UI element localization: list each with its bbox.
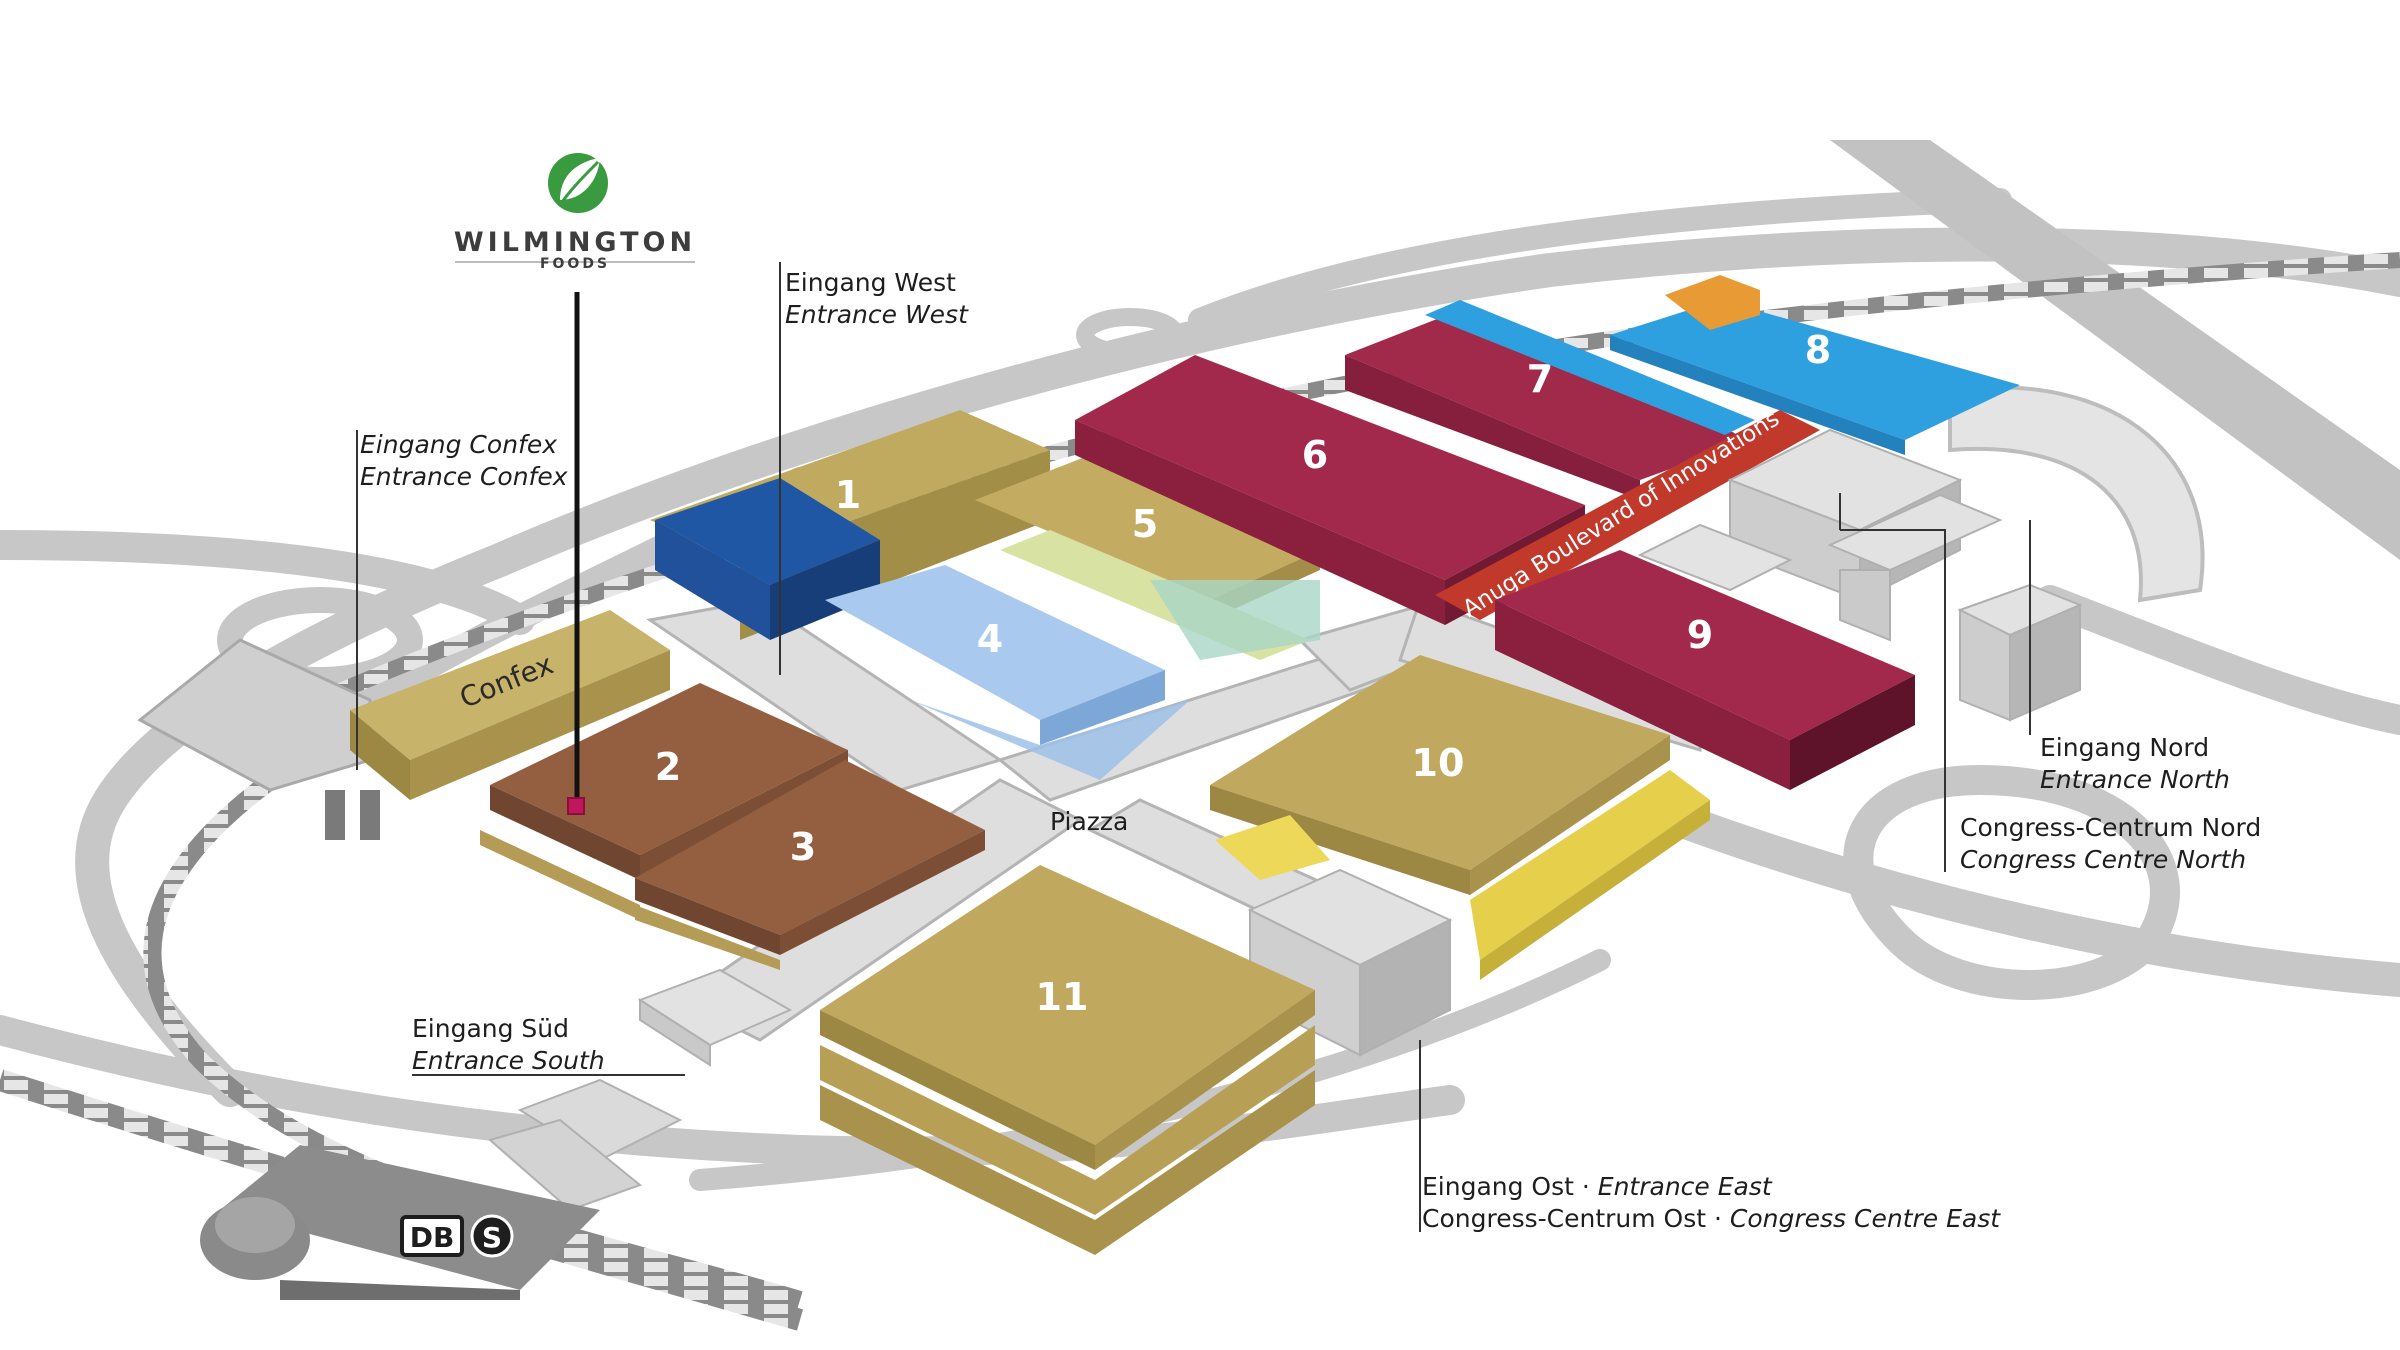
- s-bahn-icon: [470, 1214, 514, 1258]
- east-road: [2035, 585, 2400, 735]
- hall-4-number: 4: [977, 617, 1003, 661]
- congress-centre-north-buildings[interactable]: [1637, 428, 2083, 722]
- entrance-west-de: Eingang West: [785, 268, 956, 297]
- east-loop-road-2: [1843, 764, 2180, 1000]
- hall-9-number: 9: [1687, 613, 1713, 657]
- hall-11[interactable]: 11: [820, 865, 1315, 1255]
- hall-5-annex-2: [1150, 580, 1320, 660]
- location-marker-icon[interactable]: [567, 797, 585, 815]
- hall-4[interactable]: 4: [825, 565, 1190, 780]
- hall-8[interactable]: 8: [1610, 275, 2020, 455]
- entrance-west-en: Entrance West: [785, 300, 969, 329]
- north-road: [1188, 188, 2012, 332]
- railway-station[interactable]: DB S: [200, 1145, 600, 1300]
- leader-lines: [356, 262, 2031, 1232]
- piazza-label: Piazza: [1050, 807, 1128, 836]
- cc-east-line: Congress-Centrum Ost · Congress Centre E…: [1422, 1204, 2001, 1233]
- entrance-confex-en: Entrance Confex: [360, 462, 568, 491]
- hall-5-number: 5: [1132, 502, 1158, 546]
- outer-ring-road: [75, 227, 2400, 1107]
- hall-8-number: 8: [1805, 328, 1831, 372]
- logo-subtitle: FOODS: [540, 256, 610, 272]
- hall-3-number: 3: [790, 825, 816, 869]
- east-loop-road: [1663, 803, 2400, 997]
- entrance-north-label: Eingang Nord Entrance North: [2040, 733, 2230, 794]
- hall-10-number: 10: [1412, 741, 1465, 785]
- confex-bridge: [137, 638, 372, 792]
- congress-centre-north-label: Congress-Centrum Nord Congress Centre No…: [1960, 813, 2261, 874]
- entrance-east-label: Eingang Ost · Entrance East Congress-Cen…: [1422, 1172, 2001, 1233]
- s-bahn-label: S: [482, 1221, 502, 1254]
- highway: [1830, 140, 2400, 560]
- entrance-confex-label: Eingang Confex Entrance Confex: [360, 430, 568, 491]
- entrance-south-de: Eingang Süd: [412, 1014, 569, 1043]
- hall-3[interactable]: 3: [635, 760, 985, 970]
- cc-north-en: Congress Centre North: [1960, 845, 2246, 874]
- leaf-stem: [558, 160, 600, 206]
- hall-6-number: 6: [1302, 433, 1328, 477]
- south-entrance-building[interactable]: [487, 968, 793, 1212]
- cc-north-de: Congress-Centrum Nord: [1960, 813, 2261, 842]
- db-label: DB: [410, 1221, 455, 1254]
- db-icon: [400, 1215, 464, 1257]
- railway-south: [143, 752, 803, 1309]
- hall-9[interactable]: 9: [1495, 550, 1915, 790]
- hall-confex[interactable]: Confex: [350, 610, 670, 800]
- wilmington-foods-logo[interactable]: WILMINGTON FOODS: [454, 153, 696, 272]
- logo-name: WILMINGTON: [454, 227, 696, 258]
- entrance-east-line: Eingang Ost · Entrance East: [1422, 1172, 1773, 1201]
- bridge-pillar: [360, 790, 380, 840]
- entrance-confex-de: Eingang Confex: [360, 430, 557, 459]
- highway-ramp: [1948, 385, 2205, 603]
- entrance-north-de: Eingang Nord: [2040, 733, 2209, 762]
- hall-11-number: 11: [1036, 975, 1089, 1019]
- west-road: [0, 530, 535, 635]
- entrance-north-en: Entrance North: [2040, 765, 2230, 794]
- hall-7-blue-strip: [1425, 300, 1755, 435]
- entrance-west-label: Eingang West Entrance West: [785, 268, 969, 329]
- east-entrance-building[interactable]: [1247, 868, 1453, 1057]
- hall-2-number: 2: [655, 745, 681, 789]
- hall-1-navy-section[interactable]: [655, 478, 880, 640]
- roundabout-north: [1076, 308, 1184, 362]
- hall-1-number: 1: [835, 473, 861, 517]
- bridge-pillar: [325, 790, 345, 840]
- hall-10[interactable]: 10: [1210, 655, 1710, 980]
- entrance-south-en: Entrance South: [412, 1046, 605, 1075]
- entrance-south-label: Eingang Süd Entrance South: [412, 1014, 605, 1075]
- station-dome-top: [215, 1197, 295, 1253]
